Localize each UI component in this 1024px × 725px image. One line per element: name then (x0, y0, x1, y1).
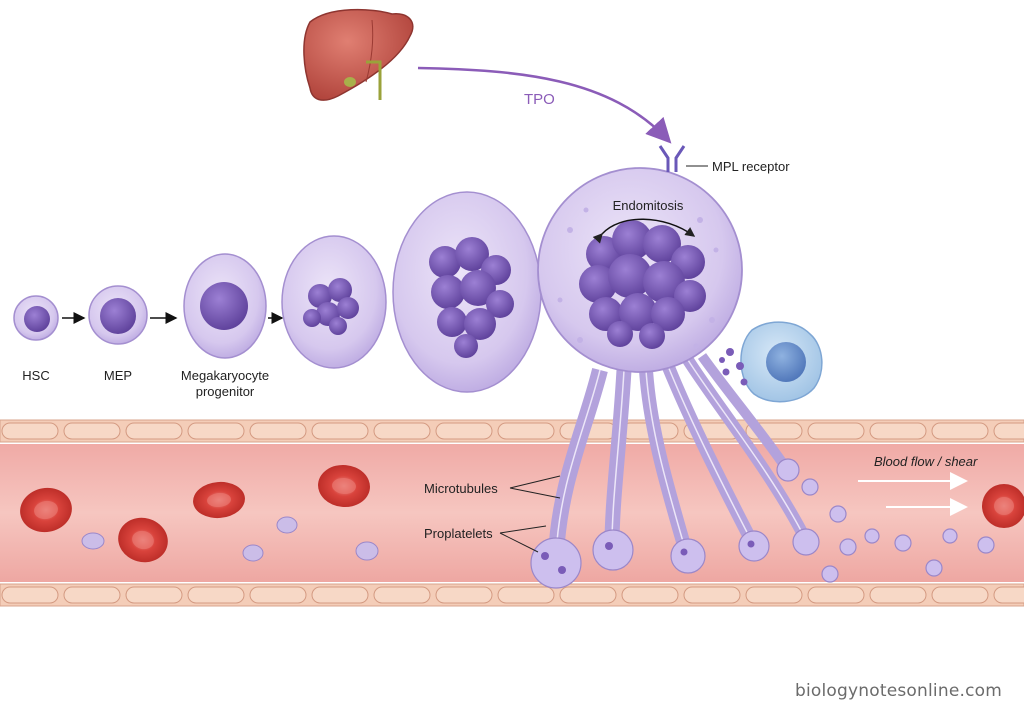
mpl-receptor-icon (658, 145, 686, 172)
progenitor-label-line1: Megakaryocyte (181, 368, 269, 383)
endomitosis-arrow (592, 218, 696, 244)
endothelial-cell (993, 422, 1024, 440)
endothelial-cell (807, 586, 865, 604)
endothelial-cell (745, 586, 803, 604)
endothelial-cell (311, 586, 369, 604)
platelet (81, 532, 105, 550)
platelet (801, 478, 819, 496)
immature-megakaryocyte-1 (281, 235, 387, 369)
endothelial-cell (311, 422, 369, 440)
platelet (977, 536, 995, 554)
blood-vessel (0, 419, 1024, 607)
platelet (942, 528, 958, 544)
immature-megakaryocyte-2 (392, 191, 542, 393)
microtubules-leaders (509, 475, 561, 499)
endothelial-cell (63, 422, 121, 440)
watermark: biologynotesonline.com (794, 681, 1002, 701)
proplatelets-leaders (499, 525, 547, 553)
mature-megakaryocyte (537, 167, 743, 373)
endothelial-cell (373, 586, 431, 604)
endothelial-cell (869, 422, 927, 440)
endothelial-cell (869, 586, 927, 604)
proplatelet-bulb (792, 528, 820, 556)
endothelial-cell (807, 422, 865, 440)
endothelial-cell (125, 422, 183, 440)
proplatelet-tips (530, 458, 820, 589)
red-blood-cell (982, 484, 1024, 528)
platelets-lumen (81, 516, 379, 562)
endothelial-cell (993, 586, 1024, 604)
mpl-label: MPL receptor (712, 159, 790, 174)
proplatelet-bulb (592, 529, 634, 571)
proplatelet-bulb (776, 458, 800, 482)
liver-icon (303, 8, 414, 101)
platelet (821, 565, 839, 583)
endothelial-cell (373, 422, 431, 440)
endothelial-cell (249, 422, 307, 440)
platelet (242, 544, 264, 562)
endothelial-cell (621, 586, 679, 604)
platelet (894, 534, 912, 552)
endothelial-cell (249, 586, 307, 604)
endothelial-cell (683, 586, 741, 604)
endothelial-cell (187, 586, 245, 604)
platelet (829, 505, 847, 523)
blood-flow-label: Blood flow / shear (874, 454, 978, 469)
endothelial-cells-bottom (1, 586, 1024, 604)
microtubules-label: Microtubules (424, 481, 498, 496)
endothelial-cell (435, 422, 493, 440)
proplatelet-bulb (738, 530, 770, 562)
proplatelet-bulb (670, 538, 706, 574)
endothelial-cell (125, 586, 183, 604)
mep-label: MEP (104, 368, 132, 383)
platelet (355, 541, 379, 561)
endothelial-cell (187, 422, 245, 440)
endothelial-cell (1, 586, 59, 604)
endothelial-cell (1, 422, 59, 440)
endothelial-cell (559, 586, 617, 604)
endothelial-cell (497, 422, 555, 440)
microtubule-strands (555, 359, 807, 556)
platelet (276, 516, 298, 534)
megakaryocyte-progenitor-cell (183, 253, 267, 359)
platelet (839, 538, 857, 556)
red-blood-cell (318, 464, 370, 508)
tpo-label: TPO (524, 91, 555, 108)
endothelial-cell (931, 586, 989, 604)
hsc-cell (13, 295, 59, 341)
proplatelet-bulb (530, 537, 582, 589)
released-platelets (801, 478, 995, 583)
proplatelets-label: Proplatelets (424, 526, 493, 541)
mep-cell (88, 285, 148, 345)
red-blood-cells (20, 464, 1024, 563)
red-blood-cell (20, 487, 72, 533)
endothelial-cell (435, 586, 493, 604)
progenitor-label-line2: progenitor (196, 384, 255, 399)
red-blood-cell (118, 517, 168, 563)
endothelial-cell (931, 422, 989, 440)
platelet (864, 528, 880, 544)
adjacent-cell (719, 321, 823, 403)
endothelial-cell (63, 586, 121, 604)
hsc-label: HSC (22, 368, 49, 383)
tpo-arrow (417, 66, 672, 144)
red-blood-cell (193, 481, 245, 519)
endomitosis-label: Endomitosis (613, 198, 684, 213)
endothelial-cell (497, 586, 555, 604)
platelet (925, 559, 943, 577)
